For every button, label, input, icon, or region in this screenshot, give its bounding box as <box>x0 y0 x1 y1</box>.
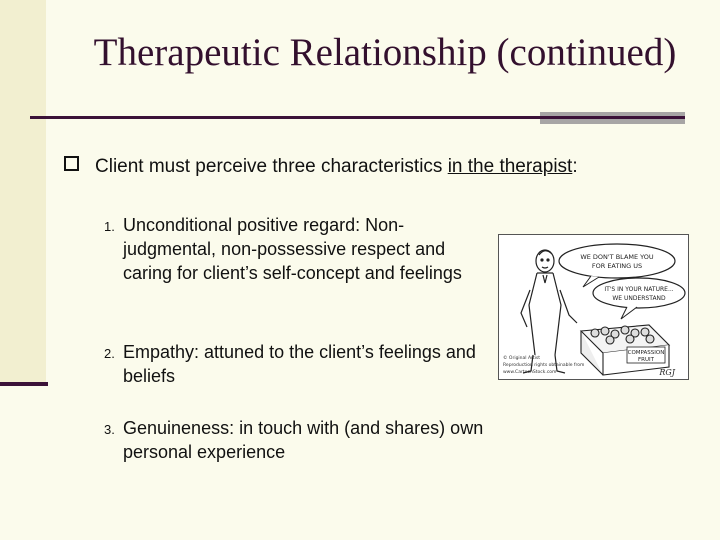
man-figure <box>520 249 578 374</box>
compassion-fruit-cartoon: WE DON'T BLAME YOU FOR EATING US IT'S IN… <box>498 234 689 380</box>
list-item-empathy: 2. Empathy: attuned to the client’s feel… <box>104 340 484 388</box>
speech-bubble-2-line-1: IT'S IN YOUR NATURE... <box>604 286 673 293</box>
list-item-text: Genuineness: in touch with (and shares) … <box>123 418 484 462</box>
cartoon-signature: RGJ <box>658 368 675 377</box>
speech-bubble-2 <box>592 277 686 309</box>
speech-bubble-2-line-2: WE UNDERSTAND <box>612 295 666 302</box>
list-item-text: Unconditional positive regard: Non-judgm… <box>123 215 462 283</box>
box-label-line-1: COMPASSION <box>628 350 665 356</box>
speech-bubble-1-line-2: FOR EATING US <box>592 262 642 270</box>
cartoon-drawing: WE DON'T BLAME YOU FOR EATING US IT'S IN… <box>503 243 686 377</box>
speech-bubble-1 <box>558 243 676 279</box>
list-item-number: 2. <box>104 346 115 361</box>
list-item-number: 3. <box>104 422 115 437</box>
list-item-genuineness: 3. Genuineness: in touch with (and share… <box>104 416 484 464</box>
list-item-number: 1. <box>104 219 115 234</box>
main-bullet-text: Client must perceive three characteristi… <box>95 156 448 177</box>
slide-title: Therapeutic Relationship (continued) <box>93 31 677 74</box>
main-bullet-suffix: : <box>572 156 578 177</box>
box-label-line-2: FRUIT <box>638 357 655 363</box>
cartoon-credit-line-2: Reproduction rights obtainable from <box>503 362 584 368</box>
cartoon-credit-line-3: www.CartoonStock.com <box>503 369 556 375</box>
speech-bubble-1-line-1: WE DON'T BLAME YOU <box>580 253 654 261</box>
left-decorative-bar <box>0 0 46 384</box>
main-bullet-underlined-text: in the therapist <box>447 156 573 177</box>
title-rule <box>30 116 685 119</box>
speech-bubble-1-tail <box>582 275 600 288</box>
main-bullet: Client must perceive three characteristi… <box>64 156 704 178</box>
list-item-text: Empathy: attuned to the client’s feeling… <box>123 342 476 386</box>
cartoon-credit-line-1: © Original Artist <box>503 354 540 361</box>
list-item-unconditional-regard: 1. Unconditional positive regard: Non-ju… <box>104 213 484 285</box>
box-label-plate <box>626 346 666 364</box>
square-bullet-icon <box>64 156 79 171</box>
speech-bubble-2-tail <box>620 306 638 320</box>
left-bar-accent-line <box>0 382 48 386</box>
